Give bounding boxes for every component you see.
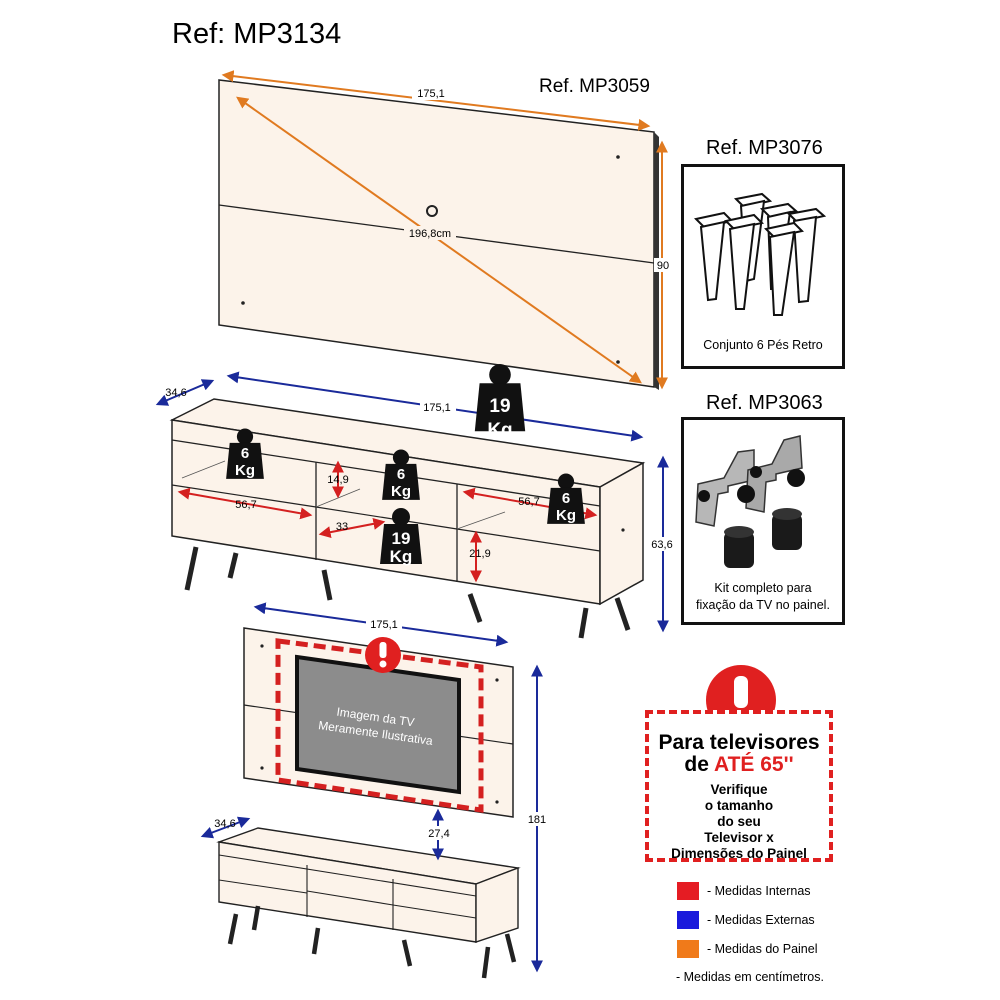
rack-drawing: 175,1 34,6 63,6 56,7 56,7 14,9 33 21,9 <box>155 371 676 639</box>
assembly-height-label: 181 <box>528 814 546 826</box>
assembly-drawing: Imagem da TV Meramente Ilustrativa 175,1… <box>200 602 550 979</box>
svg-text:Kg: Kg <box>235 462 255 479</box>
kit-fixing-box: Kit completo para fixação da TV no paine… <box>681 417 845 625</box>
center-width-dimension <box>318 517 386 539</box>
panel-diagonal-label: 196,8cm <box>409 228 451 240</box>
gap-label: 27,4 <box>428 828 449 840</box>
kit-fixing-caption-1: Kit completo para <box>714 581 812 595</box>
warning-title-line1: Para televisores <box>658 731 820 754</box>
legend-panel: - Medidas do Painel <box>677 939 817 959</box>
weight-badge-left: 6 Kg <box>226 428 264 479</box>
page-title: Ref: MP3134 <box>172 18 342 50</box>
legend-swatch-internal <box>677 882 699 900</box>
tv-bracket-icon <box>695 435 805 568</box>
panel-warning-icon <box>365 637 401 673</box>
svg-text:Kg: Kg <box>391 483 411 500</box>
rack-depth-dimension <box>155 379 215 406</box>
kit-fixing-caption-2: fixação da TV no painel. <box>696 598 830 612</box>
kit-fixing-ref: Ref. MP3063 <box>706 392 823 414</box>
kit-legs-box: Conjunto 6 Pés Retro <box>681 164 845 369</box>
warning-title-line2: de ATÉ 65'' <box>684 753 794 776</box>
center-width-label: 33 <box>336 521 348 533</box>
legend-swatch-external <box>677 911 699 929</box>
units-note: - Medidas em centímetros. <box>676 970 824 984</box>
svg-text:Kg: Kg <box>390 547 413 566</box>
warning-size-limit: ATÉ 65'' <box>713 753 794 776</box>
panel-height-label: 90 <box>657 260 669 272</box>
niche-height-label: 14,9 <box>327 474 348 486</box>
weight-badge-top: 19 Kg <box>474 364 526 441</box>
lower-height-label: 21,9 <box>469 548 490 560</box>
svg-text:19: 19 <box>489 396 510 417</box>
rack-depth-label: 34,6 <box>165 387 186 399</box>
svg-text:19: 19 <box>392 529 411 548</box>
panel-ref: Ref. MP3059 <box>539 76 650 97</box>
kit-legs-ref: Ref. MP3076 <box>706 137 823 159</box>
svg-text:6: 6 <box>562 490 570 507</box>
tv-size-warning: Para televisores de ATÉ 65'' Verifique o… <box>645 710 833 862</box>
right-width-label: 56,7 <box>518 496 539 508</box>
tv-illustration <box>295 654 461 795</box>
svg-text:Kg: Kg <box>556 507 576 524</box>
warning-body: Verifique o tamanho do seu Televisor x D… <box>671 782 807 861</box>
panel-drawing: 175,1 196,8cm 90 <box>218 70 672 390</box>
legend-swatch-panel <box>677 940 699 958</box>
panel-width-label: 175,1 <box>417 88 445 100</box>
left-width-dimension <box>177 487 313 520</box>
svg-text:6: 6 <box>241 445 249 462</box>
assembly-depth-label: 34,6 <box>214 818 235 830</box>
legend-external: - Medidas Externas <box>677 910 815 930</box>
weight-badge-center: 6 Kg <box>382 449 420 500</box>
svg-text:6: 6 <box>397 466 405 483</box>
left-width-label: 56,7 <box>235 499 256 511</box>
assembly-depth-dimension <box>200 816 251 839</box>
assembly-width-label: 175,1 <box>370 619 398 631</box>
retro-legs-icon <box>693 192 827 316</box>
rack-height-label: 63,6 <box>651 539 672 551</box>
weight-badge-right: 6 Kg <box>547 473 585 524</box>
weight-badge-center-low: 19 Kg <box>380 508 422 566</box>
legend-internal: - Medidas Internas <box>677 881 811 901</box>
panel-width-dimension <box>221 70 651 131</box>
rack-width-label: 175,1 <box>423 402 451 414</box>
max-tv-area <box>275 638 484 813</box>
kit-legs-caption: Conjunto 6 Pés Retro <box>703 338 823 352</box>
svg-text:Kg: Kg <box>487 420 512 441</box>
